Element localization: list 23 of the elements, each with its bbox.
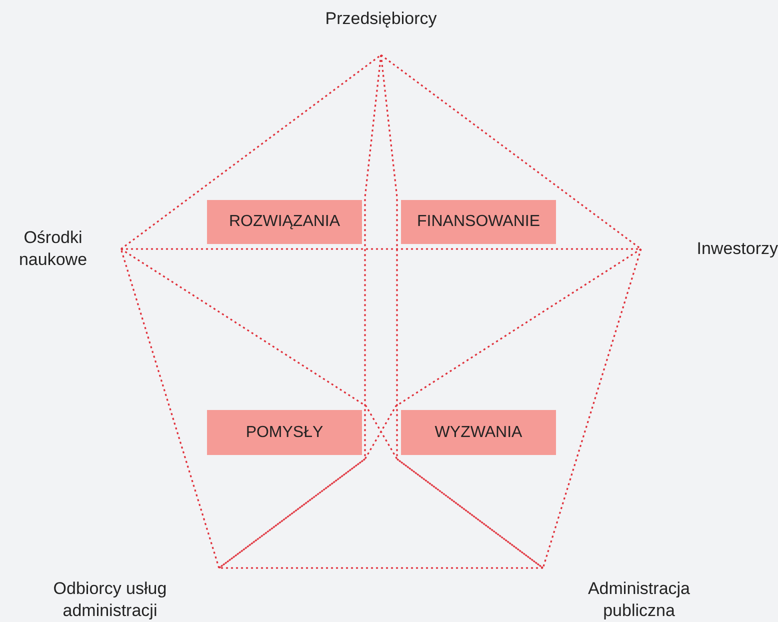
topic-label: POMYSŁY <box>246 422 324 442</box>
dotted-line <box>120 248 220 568</box>
topic-box <box>207 200 362 244</box>
dotted-line <box>380 54 544 569</box>
stakeholder-label: Administracja publiczna <box>586 578 692 622</box>
stakeholder-label: Przedsiębiorcy <box>325 8 437 30</box>
topic-box <box>207 410 362 455</box>
topic-label: FINANSOWANIE <box>417 212 540 232</box>
stakeholder-label: Inwestorzy <box>696 238 778 260</box>
stakeholder-label: Odbiorcy usług administracji <box>52 578 168 622</box>
dotted-line <box>380 54 642 250</box>
dotted-line <box>218 54 382 569</box>
dotted-line <box>219 567 543 569</box>
dotted-line <box>120 248 544 569</box>
topic-box <box>401 200 556 244</box>
dotted-line <box>542 248 642 568</box>
topic-label: WYZWANIA <box>434 422 522 442</box>
topic-box <box>401 410 556 455</box>
dotted-line <box>120 54 382 250</box>
dotted-line <box>121 248 641 250</box>
dotted-line <box>218 248 642 569</box>
topic-label: ROZWIĄZANIA <box>228 212 340 232</box>
stakeholder-label: Ośrodki naukowe <box>18 227 88 271</box>
